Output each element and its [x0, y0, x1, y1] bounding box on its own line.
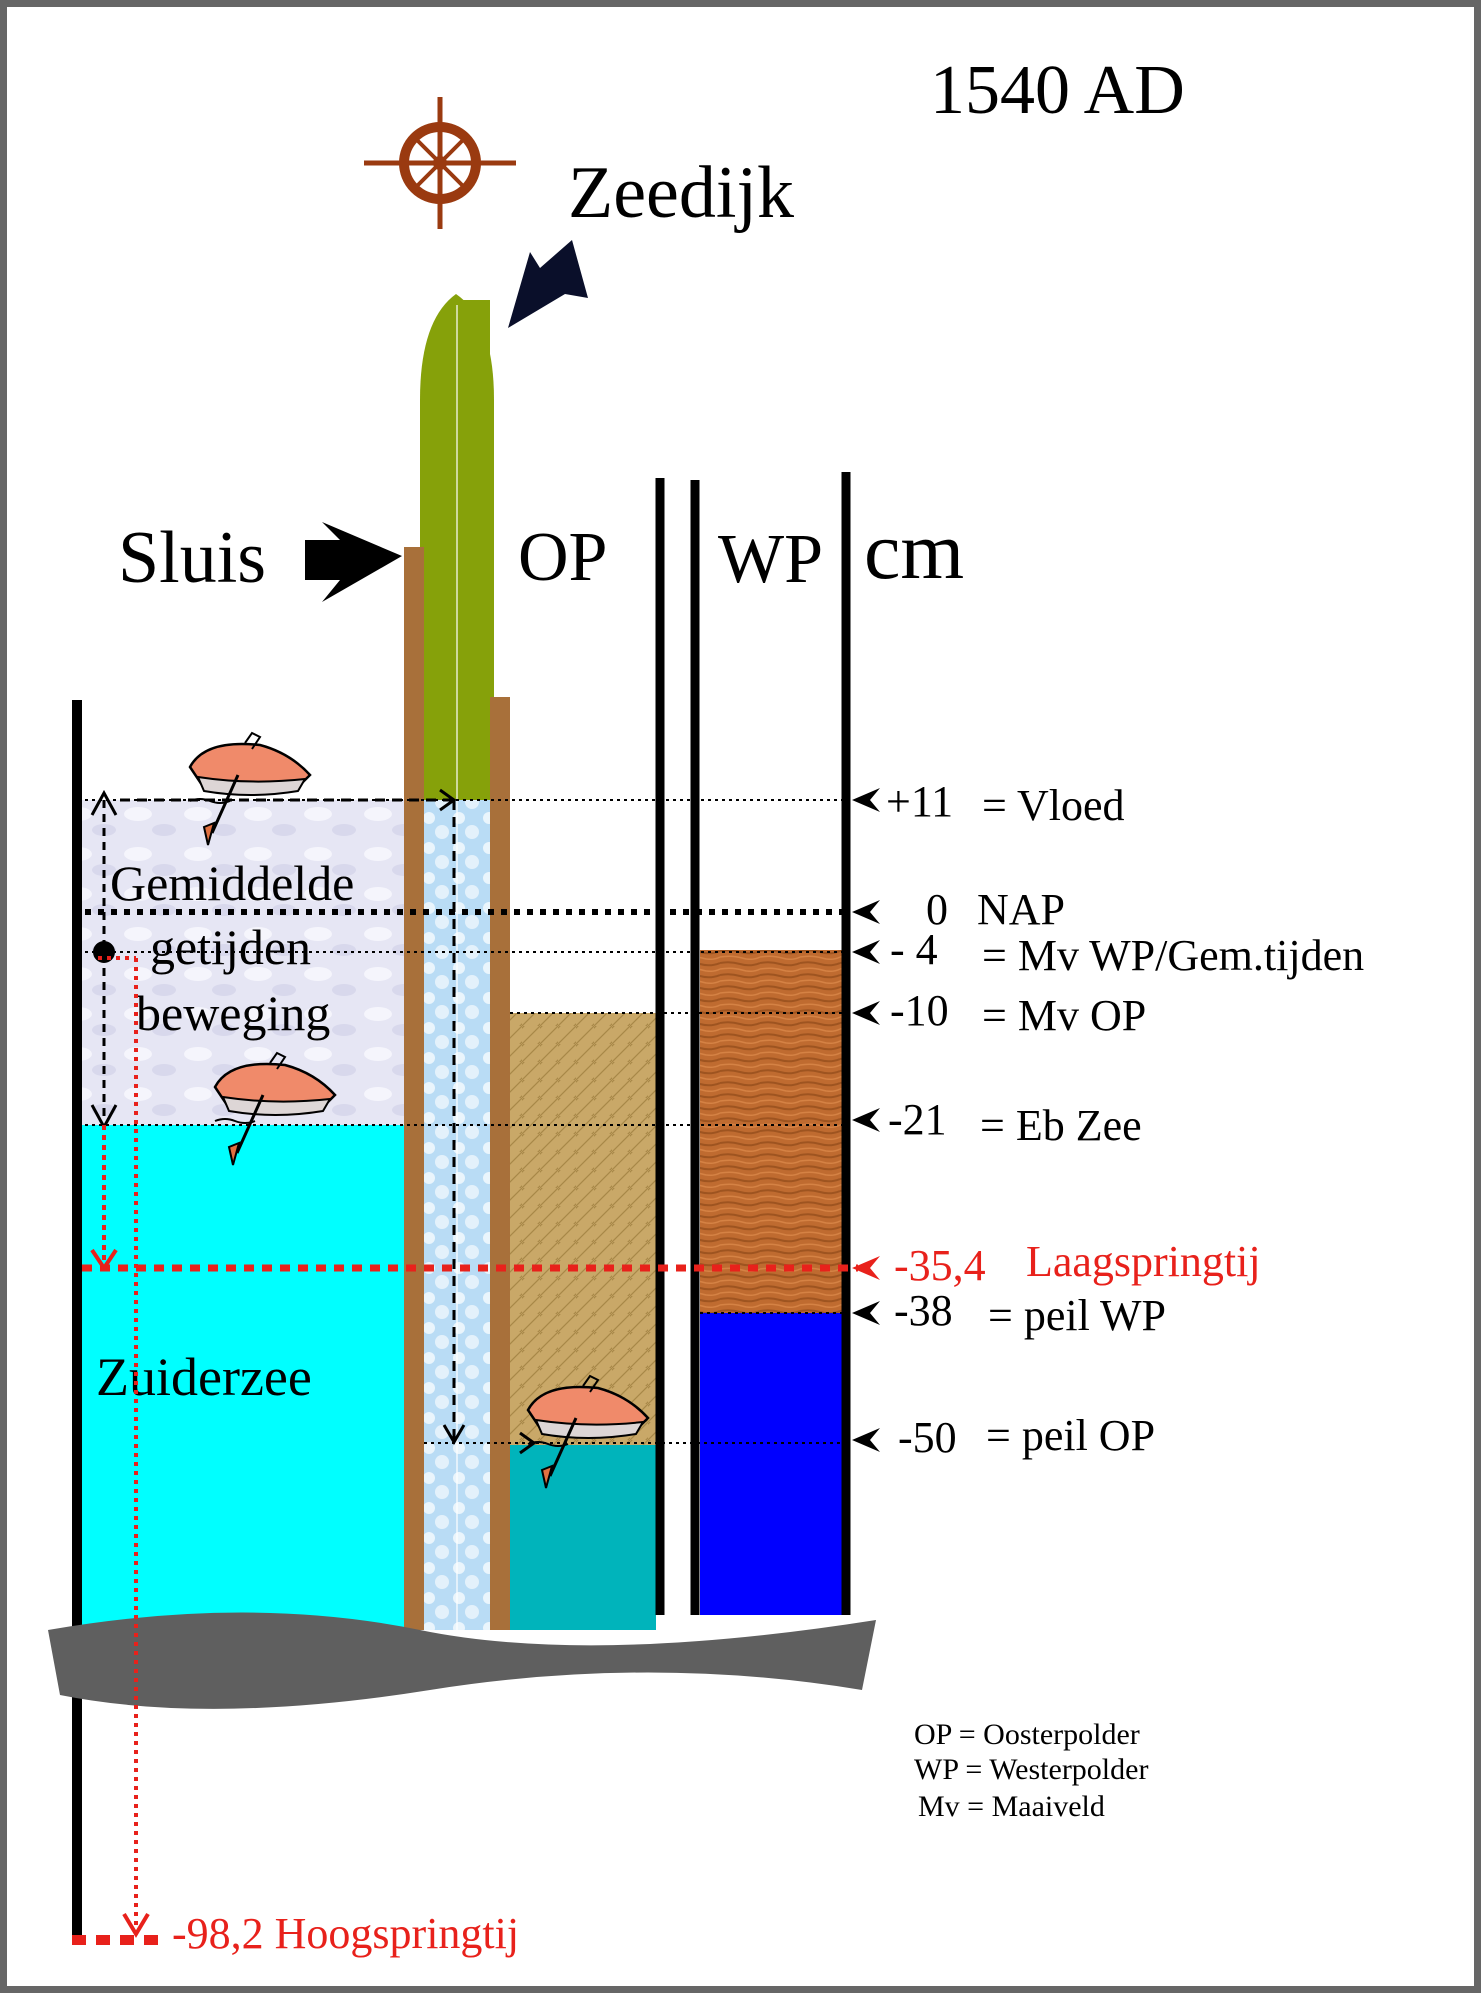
- zeedijk-label: Zeedijk: [568, 152, 794, 234]
- sluis-post-left: [404, 547, 424, 1630]
- tide-label-2: getijden: [150, 919, 311, 975]
- level-desc: Laagspringtij: [1026, 1237, 1261, 1286]
- springtij-lines: [72, 956, 858, 1945]
- tide-label-1: Gemiddelde: [110, 855, 354, 911]
- level-desc: NAP: [977, 885, 1065, 934]
- sluis-post-right: [490, 697, 510, 1630]
- ground: [48, 1612, 876, 1709]
- wp-water: [700, 1313, 842, 1615]
- level-value: -21: [888, 1095, 947, 1144]
- sluis-arrow-icon: [305, 522, 402, 602]
- level-value: -50: [898, 1413, 957, 1462]
- op-label: OP: [518, 519, 607, 596]
- wp-label: WP: [718, 521, 823, 598]
- tide-label-3: beweging: [136, 985, 330, 1041]
- tide-marker: [93, 941, 115, 963]
- level-lines: [85, 788, 848, 1455]
- level-value: -38: [894, 1286, 953, 1335]
- legend-item: Mv = Maaiveld: [918, 1790, 1105, 1823]
- legend-item: WP = Westerpolder: [914, 1753, 1148, 1786]
- level-value: - 4: [890, 925, 938, 974]
- level-value: -10: [890, 986, 949, 1035]
- tide-diagram: 1540 AD Zeedijk Sluis OP WP cm Gemiddeld…: [48, 52, 1364, 1958]
- hoogspringtij-label: -98,2 Hoogspringtij: [172, 1909, 519, 1958]
- legend-item: OP = Oosterpolder: [914, 1718, 1140, 1751]
- level-desc: = Eb Zee: [980, 1101, 1142, 1150]
- level-value: +11: [886, 777, 953, 826]
- level-desc: = Mv WP/Gem.tijden: [982, 931, 1364, 980]
- level-marker-icons: [852, 788, 880, 1452]
- level-desc: = Mv OP: [982, 991, 1146, 1040]
- zeedijk-arrow-icon: [508, 240, 588, 328]
- level-value: -35,4: [894, 1241, 986, 1290]
- level-desc: = peil OP: [986, 1411, 1155, 1460]
- sluis-label: Sluis: [118, 517, 266, 599]
- zuiderzee-label: Zuiderzee: [96, 1347, 312, 1407]
- level-value: 0: [926, 885, 948, 934]
- level-desc: = Vloed: [982, 781, 1125, 830]
- ships-wheel-icon: [364, 97, 516, 229]
- diagram-title: 1540 AD: [930, 52, 1185, 129]
- cm-label: cm: [864, 505, 964, 596]
- wp-soil: [700, 950, 842, 1313]
- op-water: [510, 1445, 656, 1630]
- op-soil: [510, 1013, 656, 1445]
- level-desc: = peil WP: [988, 1291, 1166, 1340]
